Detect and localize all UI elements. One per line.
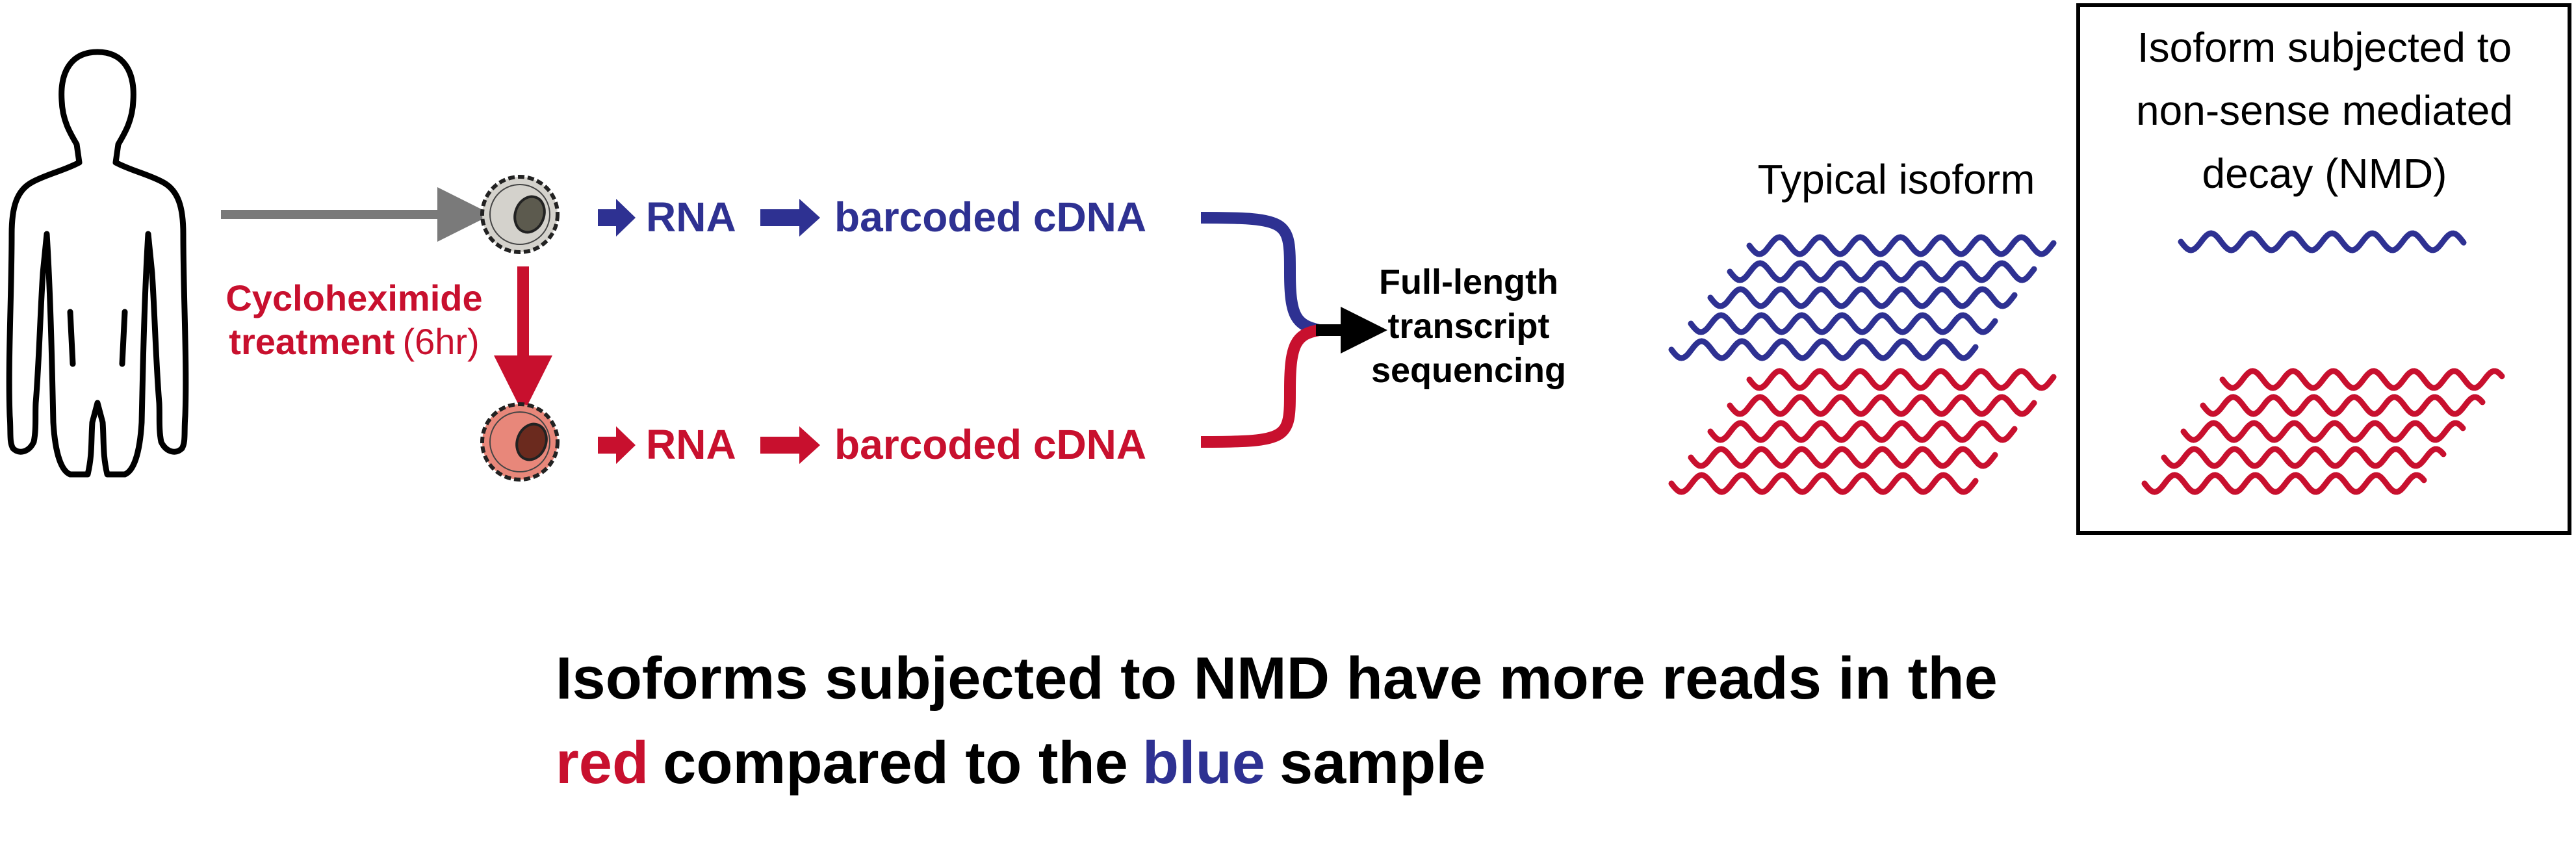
bottom-cdna-label: barcoded cDNA (834, 421, 1146, 468)
read-wave (1727, 260, 2037, 283)
arrow-icon (598, 426, 636, 464)
top-branch: RNA barcoded cDNA (598, 194, 1321, 336)
read-wave (2178, 230, 2467, 253)
arrow-icon (760, 199, 820, 237)
human-silhouette-icon (6, 49, 189, 478)
typical-red-reads (1668, 368, 2057, 495)
read-wave (1707, 420, 2018, 443)
treatment-label-line1: Cycloheximide (225, 277, 482, 318)
nmd-label-line: decay (NMD) (2202, 150, 2447, 197)
read-wave (1746, 368, 2057, 391)
top-rna-label: RNA (646, 194, 736, 240)
read-wave (2200, 394, 2486, 417)
nmd-blue-reads (2178, 230, 2467, 253)
arrow-icon (760, 426, 820, 464)
sequencing-line: Full-length (1379, 263, 1558, 302)
conclusion-line1: Isoforms subjected to NMD have more read… (556, 645, 1998, 712)
typical-isoform-label: Typical isoform (1758, 156, 2035, 203)
bottom-merge-line (1200, 324, 1320, 448)
read-wave (1688, 446, 1998, 469)
read-wave (1688, 312, 1998, 335)
nmd-red-reads (2141, 368, 2505, 495)
read-wave (1746, 234, 2057, 257)
read-wave (2141, 472, 2427, 495)
read-wave (1668, 472, 1979, 495)
top-merge-line (1200, 212, 1321, 336)
read-wave (2219, 368, 2505, 391)
sequencing-line: transcript (1387, 307, 1549, 346)
top-cdna-label: barcoded cDNA (834, 194, 1146, 240)
untreated-cell-icon (480, 175, 560, 254)
read-wave (2161, 446, 2447, 469)
typical-blue-reads (1668, 234, 2057, 361)
arrow-icon (598, 199, 636, 237)
read-wave (1707, 286, 2018, 309)
sequencing-label: Full-length transcript sequencing (1371, 263, 1566, 390)
treatment-label-line2: treatment(6hr) (229, 321, 479, 362)
sequencing-line: sequencing (1371, 351, 1566, 390)
read-wave (2180, 420, 2466, 443)
bottom-branch: RNA barcoded cDNA (598, 324, 1320, 468)
treated-cell-icon (480, 402, 560, 482)
nmd-label-line: non-sense mediated (2136, 87, 2513, 134)
bottom-rna-label: RNA (646, 421, 736, 468)
nmd-label-line: Isoform subjected to (2137, 24, 2512, 71)
read-wave (1668, 338, 1979, 361)
read-wave (1727, 394, 2037, 417)
nmd-panel-border (2076, 3, 2571, 535)
